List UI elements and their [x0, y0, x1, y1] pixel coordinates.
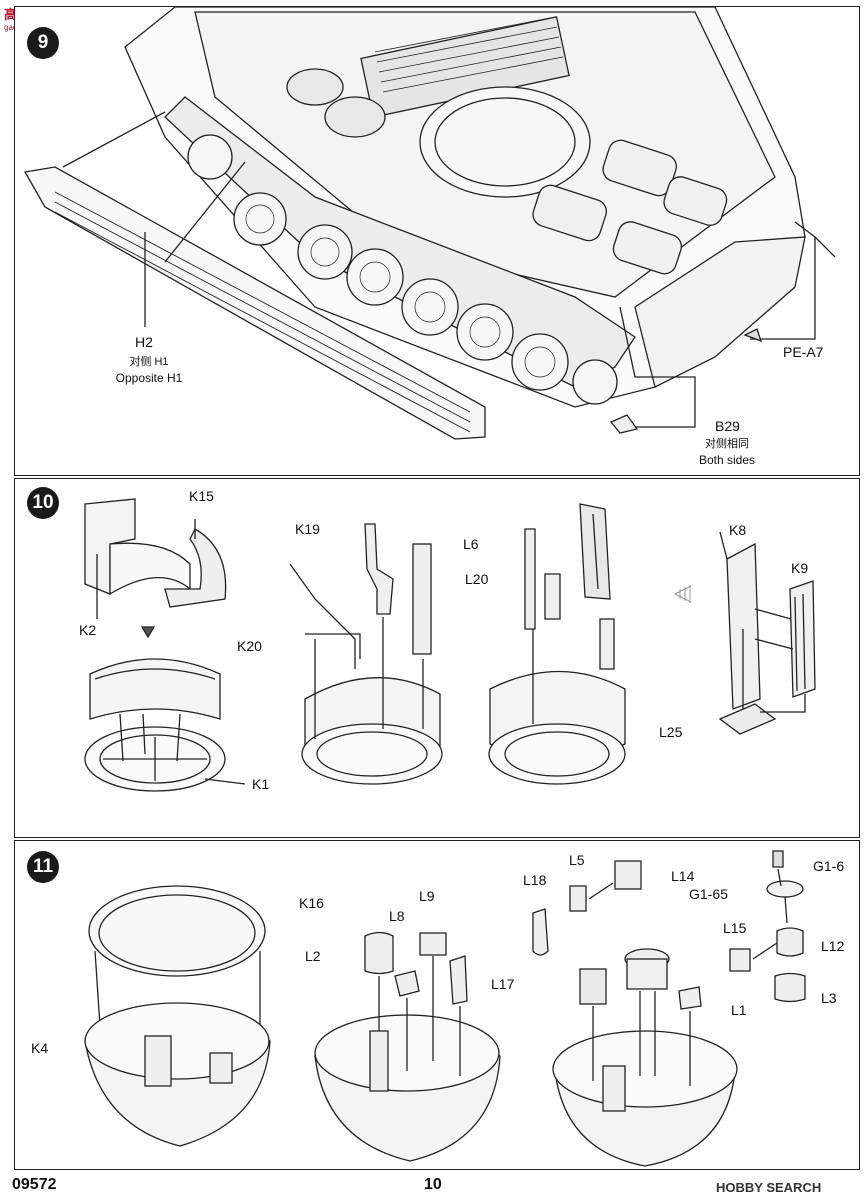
- label-l12: L12: [821, 938, 845, 954]
- label-l2: L2: [305, 948, 321, 964]
- label-h2-note: 对侧 H1 Opposite H1: [109, 355, 189, 387]
- label-k15: K15: [189, 488, 214, 504]
- step-10-number: 10: [27, 487, 59, 519]
- step-11-number: 11: [27, 851, 59, 883]
- step-10-illustration: [84, 498, 816, 792]
- label-k2: K2: [79, 622, 97, 638]
- label-k1: K1: [252, 776, 270, 792]
- label-l14: L14: [671, 868, 695, 884]
- label-l8: L8: [389, 908, 405, 924]
- label-l6: L6: [463, 536, 479, 552]
- step-9-illustration: [23, 7, 836, 440]
- label-b29-note: 对侧相同 Both sides: [687, 437, 767, 469]
- label-pe-a7: PE-A7: [783, 344, 824, 360]
- step-9-panel: 9: [14, 6, 860, 476]
- label-h2: H2: [135, 334, 153, 350]
- label-k19: K19: [295, 521, 320, 537]
- step-9-number: 9: [27, 27, 59, 59]
- label-k4: K4: [31, 1040, 49, 1056]
- label-l9: L9: [419, 888, 435, 904]
- label-l25: L25: [659, 724, 683, 740]
- label-h2-en: Opposite H1: [115, 370, 183, 385]
- label-h2-cn: 对侧 H1: [129, 356, 169, 368]
- label-k16: K16: [299, 895, 324, 911]
- label-b29-cn: 对侧相同: [705, 438, 749, 450]
- label-b29: B29: [715, 418, 740, 434]
- label-l20: L20: [465, 571, 489, 587]
- label-g1-65: G1-65: [689, 886, 728, 902]
- label-l3: L3: [821, 990, 837, 1006]
- label-k8: K8: [729, 522, 747, 538]
- footer-code: 09572: [12, 1176, 57, 1193]
- step-11-panel: 11: [14, 840, 860, 1170]
- label-k20: K20: [237, 638, 262, 654]
- label-k9: K9: [791, 560, 809, 576]
- label-l1: L1: [731, 1002, 747, 1018]
- label-l5: L5: [569, 852, 585, 868]
- step-11-illustration: [84, 850, 806, 1167]
- label-g1-6: G1-6: [813, 858, 845, 874]
- footer-brand: HOBBY SEARCH: [716, 1180, 822, 1195]
- footer-page-number: 10: [424, 1176, 442, 1193]
- label-b29-en: Both sides: [698, 452, 756, 467]
- step-10-panel: 10: [14, 478, 860, 838]
- label-l18: L18: [523, 872, 547, 888]
- label-l15: L15: [723, 920, 747, 936]
- label-l17: L17: [491, 976, 515, 992]
